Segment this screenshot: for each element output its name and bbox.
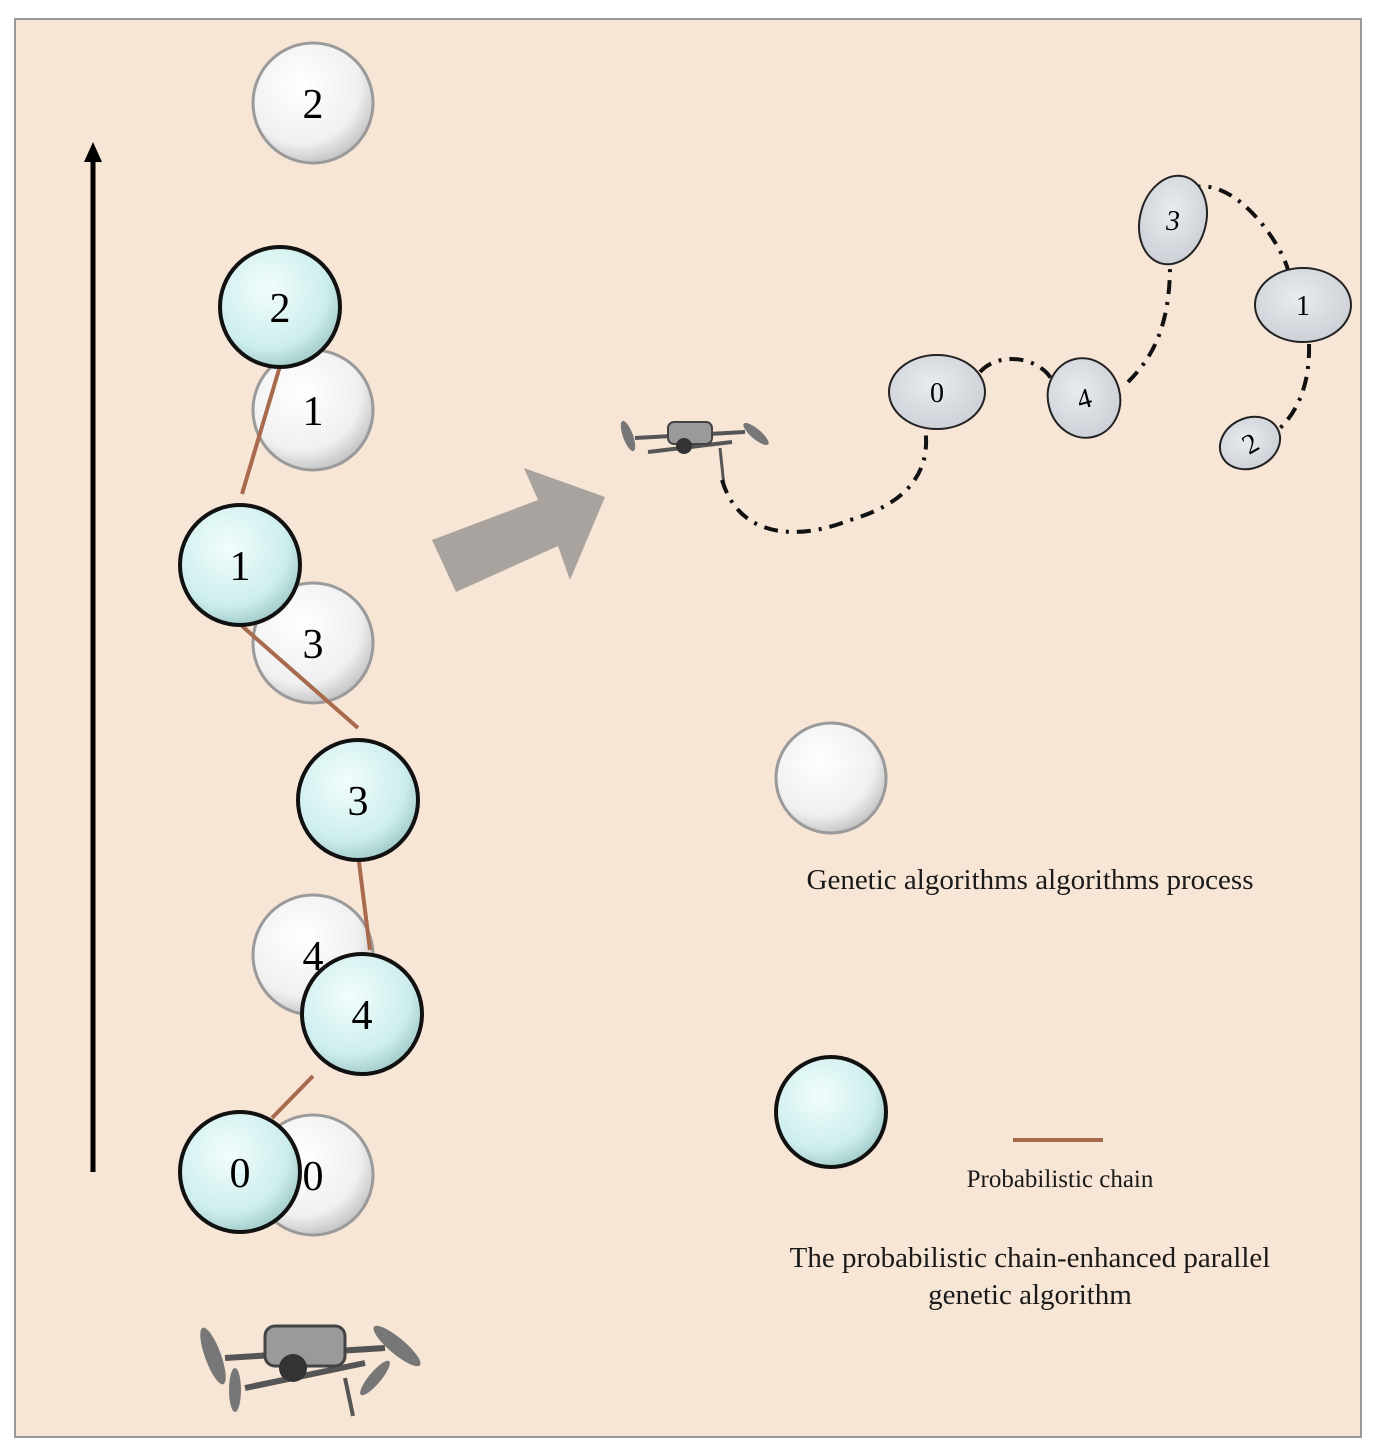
- pcpga-node: 3: [296, 738, 420, 862]
- pcpga-node-label: 2: [270, 286, 291, 332]
- ga-node-label: 0: [303, 1154, 324, 1200]
- route-node: 2: [1218, 415, 1282, 471]
- legend-ga-swatch: [774, 721, 888, 835]
- ga-node-label: 4: [303, 934, 324, 980]
- ga-node: 1: [251, 348, 375, 472]
- ga-node: 2: [251, 41, 375, 165]
- pcpga-node: 1: [178, 503, 302, 627]
- legend-pcpga-swatch: [774, 1055, 888, 1169]
- route-node: 1: [1254, 267, 1352, 343]
- pcpga-node-label: 0: [230, 1151, 251, 1197]
- drone-icon: [200, 1324, 421, 1417]
- route-node-label: 3: [1165, 206, 1180, 237]
- pcpga-node-label: 1: [230, 544, 251, 590]
- route-path: [720, 184, 1312, 534]
- pcpga-node: 2: [218, 245, 342, 369]
- route-node: 0: [888, 354, 986, 430]
- route-node: 3: [1138, 174, 1208, 266]
- ga-node: 3: [251, 581, 375, 705]
- ga-node-label: 3: [303, 622, 324, 668]
- ga-node-label: 2: [303, 82, 324, 128]
- legend-ga-label: Genetic algorithms algorithms process: [806, 864, 1254, 896]
- route-node-label: 1: [1296, 291, 1310, 322]
- pcpga-node: 4: [300, 952, 424, 1076]
- drone-icon: [620, 420, 769, 487]
- probabilistic-chain: [240, 365, 372, 1120]
- pcpga-node: 0: [178, 1110, 302, 1234]
- route-node: 4: [1046, 357, 1122, 439]
- pcpga-node-label: 4: [352, 993, 373, 1039]
- legend-pcpga-label: The probabilistic chain-enhanced paralle…: [789, 1242, 1271, 1311]
- legend-chain-label: Probabilistic chain: [966, 1166, 1154, 1193]
- up-arrow-icon: [84, 142, 102, 1172]
- big-arrow-icon: [432, 468, 605, 592]
- ga-node-label: 1: [303, 389, 324, 435]
- pcpga-node-label: 3: [348, 779, 369, 825]
- route-node-label: 0: [930, 378, 944, 409]
